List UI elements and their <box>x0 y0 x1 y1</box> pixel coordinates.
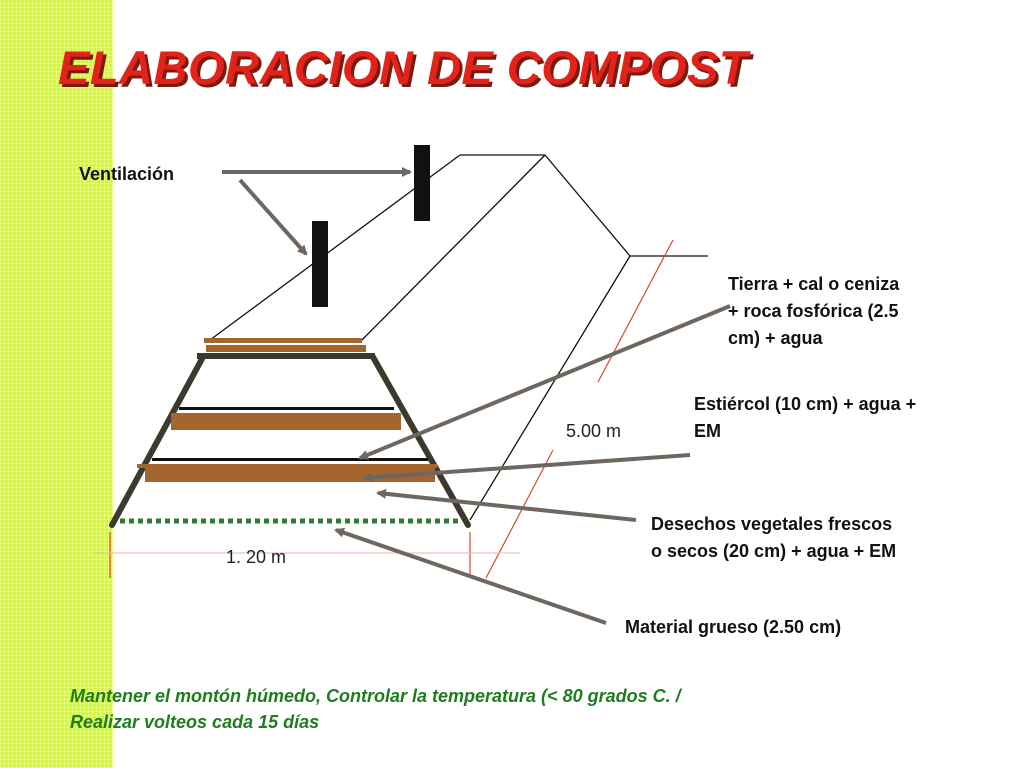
layer-top-bar <box>197 353 375 359</box>
label-desechos: Desechos vegetales frescos o secos (20 c… <box>651 511 896 565</box>
layer-desechos-line <box>152 458 428 461</box>
arrow-ventilacion-lower <box>238 178 308 256</box>
arrow-desechos <box>376 488 637 522</box>
layer-material-top-1 <box>204 338 362 343</box>
page-title: ELABORACION DE COMPOST <box>58 41 748 94</box>
label-tierra-line-2: + roca fosfórica (2.5 <box>728 301 899 321</box>
ventilation-post-lower <box>312 221 328 307</box>
layer-desechos-top <box>137 464 437 468</box>
layer-material-top-2 <box>206 345 366 352</box>
arrow-material-grueso <box>334 527 607 625</box>
dimension-width: 1. 20 m <box>226 547 287 567</box>
label-ventilacion: Ventilación <box>79 164 175 184</box>
label-estiercol-line-2: EM <box>694 421 721 441</box>
dimension-length: 5.00 m <box>566 421 622 441</box>
label-tierra-line-1: Tierra + cal o ceniza <box>728 274 900 294</box>
label-tierra-line-3: cm) + agua <box>728 328 823 348</box>
label-desechos-line-2: o secos (20 cm) + agua + EM <box>651 541 897 561</box>
label-material-grueso: Material grueso (2.50 cm) <box>625 617 842 637</box>
maintenance-note-line-2: Realizar volteos cada 15 días <box>70 712 320 732</box>
maintenance-note-line-1: Mantener el montón húmedo, Controlar la … <box>70 686 681 706</box>
ventilation-post-upper <box>414 145 430 221</box>
arrow-tierra <box>358 304 731 460</box>
label-tierra: Tierra + cal o ceniza + roca fosfórica (… <box>728 271 899 352</box>
arrow-estiercol <box>362 453 691 483</box>
label-desechos-line-1: Desechos vegetales frescos <box>651 514 893 534</box>
maintenance-note: Mantener el montón húmedo, Controlar la … <box>70 683 681 735</box>
layer-estiercol-line <box>179 407 394 410</box>
dimension-lines <box>109 239 674 579</box>
label-estiercol: Estiércol (10 cm) + agua + EM <box>694 391 916 445</box>
leader-arrows <box>222 167 731 625</box>
side-decoration-band <box>0 0 113 768</box>
layer-estiercol <box>171 413 401 430</box>
pile-frame <box>109 354 471 528</box>
label-estiercol-line-1: Estiércol (10 cm) + agua + <box>694 394 917 414</box>
